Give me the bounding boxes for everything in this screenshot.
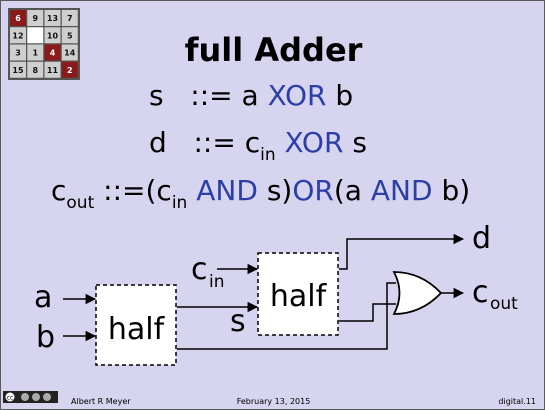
- footer-author: Albert R Meyer: [71, 397, 131, 406]
- formula-cout-in: in: [171, 193, 188, 213]
- logo-cell: [61, 10, 78, 26]
- logo-cell: [27, 61, 44, 78]
- formula-cout-s: s: [266, 174, 282, 207]
- half-adder-box-2: [257, 252, 339, 336]
- half-adder-box-1: [95, 284, 177, 366]
- logo-cell: [44, 27, 61, 44]
- logo-cell-number: 12: [12, 31, 23, 40]
- input-cin-label: c: [191, 252, 208, 287]
- input-a-label: a: [34, 280, 52, 315]
- output-cout-label: c: [472, 275, 489, 310]
- output-d-label: d: [472, 221, 491, 256]
- formula-cout-p3: (: [333, 174, 345, 207]
- formula-cout-and1: AND: [196, 174, 258, 207]
- formula-sum-xor: XOR: [267, 79, 327, 112]
- logo-cell-number: 3: [15, 49, 21, 58]
- logo-cell-number: 10: [47, 31, 59, 40]
- cc-label: cc: [7, 395, 14, 402]
- logo-cell: [44, 61, 61, 78]
- formula-d-in: in: [260, 145, 276, 165]
- formula-cout-p2: ): [281, 174, 293, 207]
- logo-cell: [27, 44, 44, 61]
- logo-cell: [10, 27, 26, 44]
- formula-cout-and2: AND: [370, 174, 433, 207]
- logo-cell-number: 14: [64, 49, 76, 58]
- logo-cell: [44, 44, 61, 61]
- cc-license-badge: cc: [3, 388, 58, 407]
- footer-date: February 13, 2015: [236, 397, 311, 406]
- logo-cell: [10, 10, 26, 26]
- input-cin-sub: in: [209, 272, 225, 292]
- logo-cell-number: 5: [67, 31, 73, 40]
- logo-cell: [61, 44, 78, 61]
- logo-cell-number: 6: [15, 14, 21, 23]
- logo-cell-number: 1: [32, 49, 38, 58]
- half-label-2: half: [270, 279, 328, 314]
- logo-cell-number: 4: [50, 49, 56, 58]
- formula-cout-op: ::=: [103, 174, 146, 207]
- logo-cell: [27, 10, 44, 26]
- logo-cell-number: 15: [12, 66, 24, 75]
- logo-cell: [27, 27, 44, 44]
- wire-half1-carry: [177, 282, 396, 350]
- logo-cell-number: 2: [67, 66, 73, 75]
- logo-cell: [61, 61, 78, 78]
- half-label-1: half: [108, 312, 166, 347]
- logo-cell: [10, 61, 26, 78]
- footer-page: digital.11: [498, 397, 536, 406]
- formula-d: d ::= cin XOR s: [149, 126, 367, 165]
- formula-d-op: ::=: [193, 126, 236, 159]
- logo-cell: [10, 44, 26, 61]
- output-cout-sub: out: [490, 294, 518, 314]
- formula-cout-b: b: [441, 174, 460, 207]
- formula-cout-out: out: [66, 193, 95, 213]
- formula-sum: s ::= a XOR b: [149, 79, 353, 112]
- logo-cell: [61, 27, 78, 44]
- formula-d-xor: XOR: [284, 126, 344, 159]
- formula-cout: cout ::=(cin AND s)OR(a AND b): [51, 174, 471, 213]
- formula-sum-b: b: [335, 79, 354, 112]
- formula-cout-or: OR: [292, 174, 334, 207]
- logo-cell-number: 7: [67, 14, 73, 23]
- logo-cell-number: 9: [32, 14, 38, 23]
- logo-cell: [44, 10, 61, 26]
- logo-cell-number: 13: [47, 14, 58, 23]
- formula-sum-lhs: s: [149, 79, 164, 112]
- formula-d-lhs: d: [149, 126, 167, 159]
- formula-cout-c: c: [51, 174, 67, 207]
- or-gate: [392, 271, 443, 315]
- formula-sum-op: ::=: [190, 79, 233, 112]
- logo-cell-number: 8: [32, 66, 38, 75]
- formula-d-s: s: [352, 126, 367, 159]
- logo-cell-number: 11: [47, 66, 59, 75]
- wire-half2-carry: [339, 303, 396, 322]
- input-b-label: b: [36, 320, 55, 355]
- formula-sum-a: a: [241, 79, 259, 112]
- formula-cout-a: a: [344, 174, 362, 207]
- wire-d: [339, 233, 465, 270]
- formula-cout-p1: (: [145, 174, 157, 207]
- signal-s-label: s: [230, 304, 246, 339]
- formula-cout-p4: ): [459, 174, 471, 207]
- formula-d-c: c: [244, 126, 261, 159]
- formula-cout-c2: c: [156, 174, 172, 207]
- slide-title: full Adder: [184, 31, 363, 69]
